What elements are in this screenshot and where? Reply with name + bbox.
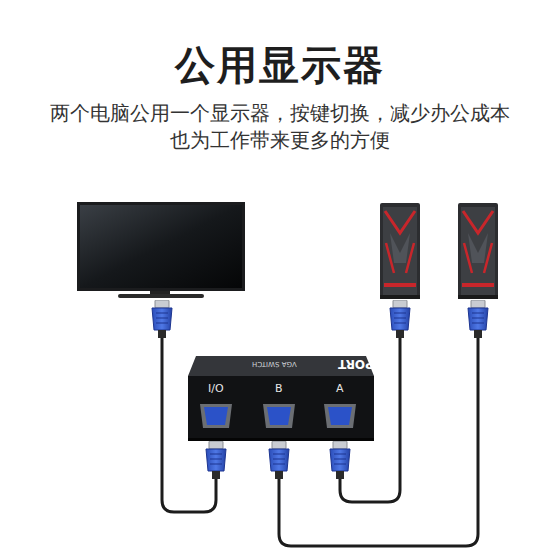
port-label: A bbox=[336, 383, 344, 394]
device-label: VGA SWITCH bbox=[252, 360, 297, 367]
switch-box: 2 PORTVGA SWITCHI/OBA bbox=[188, 356, 374, 441]
device-label: 2 PORT bbox=[338, 358, 386, 370]
port-label: B bbox=[275, 383, 283, 394]
port-label: I/O bbox=[208, 383, 224, 394]
title: 公用显示器 bbox=[0, 38, 560, 93]
subtitle: 两个电脑公用一个显示器，按键切换，减少办公成本 也为工作带来更多的方便 bbox=[45, 100, 515, 154]
